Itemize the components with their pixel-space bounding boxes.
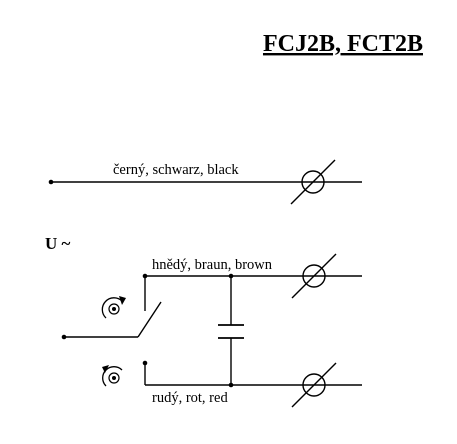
supply-label: U ~ xyxy=(45,234,71,253)
rotation-counterclockwise-icon xyxy=(102,365,123,387)
capacitor xyxy=(218,276,244,385)
red-wire: rudý, rot, red xyxy=(145,382,362,406)
switch-lower-dot xyxy=(142,360,148,366)
diagram-title: FCJ2B, FCT2B xyxy=(263,31,423,57)
terminal-icon xyxy=(291,362,337,408)
brown-wire: hnědý, braun, brown xyxy=(142,257,362,279)
direction-switch xyxy=(61,276,162,385)
terminal-icon xyxy=(291,253,337,299)
brown-wire-label: hnědý, braun, brown xyxy=(152,257,273,273)
switch-blade xyxy=(137,301,162,338)
rotation-clockwise-icon xyxy=(101,296,126,319)
black-wire-label: černý, schwarz, black xyxy=(113,162,239,178)
red-wire-label: rudý, rot, red xyxy=(152,390,228,406)
black-wire: černý, schwarz, black xyxy=(48,162,362,185)
terminal-icon xyxy=(290,159,336,205)
